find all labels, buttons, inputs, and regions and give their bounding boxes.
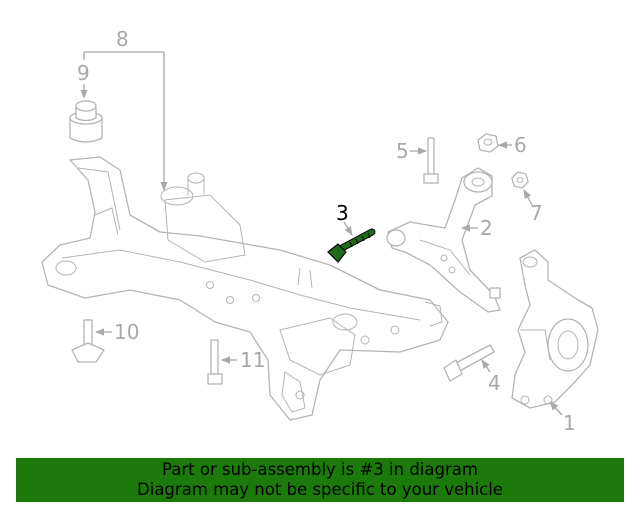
steering-knuckle-part-1 — [511, 249, 599, 409]
banner-line-part-number: Part or sub-assembly is #3 in diagram — [162, 460, 478, 479]
callout-label-6: 6 — [514, 133, 527, 157]
bolt-part-5 — [423, 137, 439, 184]
callout-label-10: 10 — [114, 320, 139, 344]
control-arm-part-2 — [386, 167, 501, 313]
callout-label-4: 4 — [488, 371, 501, 395]
callout-label-1: 1 — [563, 411, 576, 435]
subframe-crossmember — [41, 156, 449, 421]
info-banner: Part or sub-assembly is #3 in diagram Di… — [16, 458, 624, 502]
parts-diagram: 8 9 3 5 6 7 2 4 1 10 11 — [41, 27, 599, 435]
nut-part-6 — [477, 133, 499, 153]
leader-lines — [80, 51, 563, 416]
banner-line-disclaimer: Diagram may not be specific to your vehi… — [137, 480, 503, 499]
callout-label-9: 9 — [77, 61, 90, 85]
bolt-part-3-highlighted — [327, 228, 376, 263]
callout-label-3: 3 — [336, 201, 349, 225]
nut-part-7 — [511, 171, 529, 189]
callout-label-7: 7 — [530, 201, 543, 225]
bolt-part-11 — [207, 339, 223, 385]
callout-label-5: 5 — [396, 139, 409, 163]
callout-label-11: 11 — [240, 348, 265, 372]
stud-part-10 — [71, 319, 105, 363]
callout-label-2: 2 — [480, 216, 493, 240]
callout-label-8: 8 — [116, 27, 129, 51]
bolt-part-4 — [443, 344, 495, 382]
bushing-part-9 — [69, 100, 103, 143]
